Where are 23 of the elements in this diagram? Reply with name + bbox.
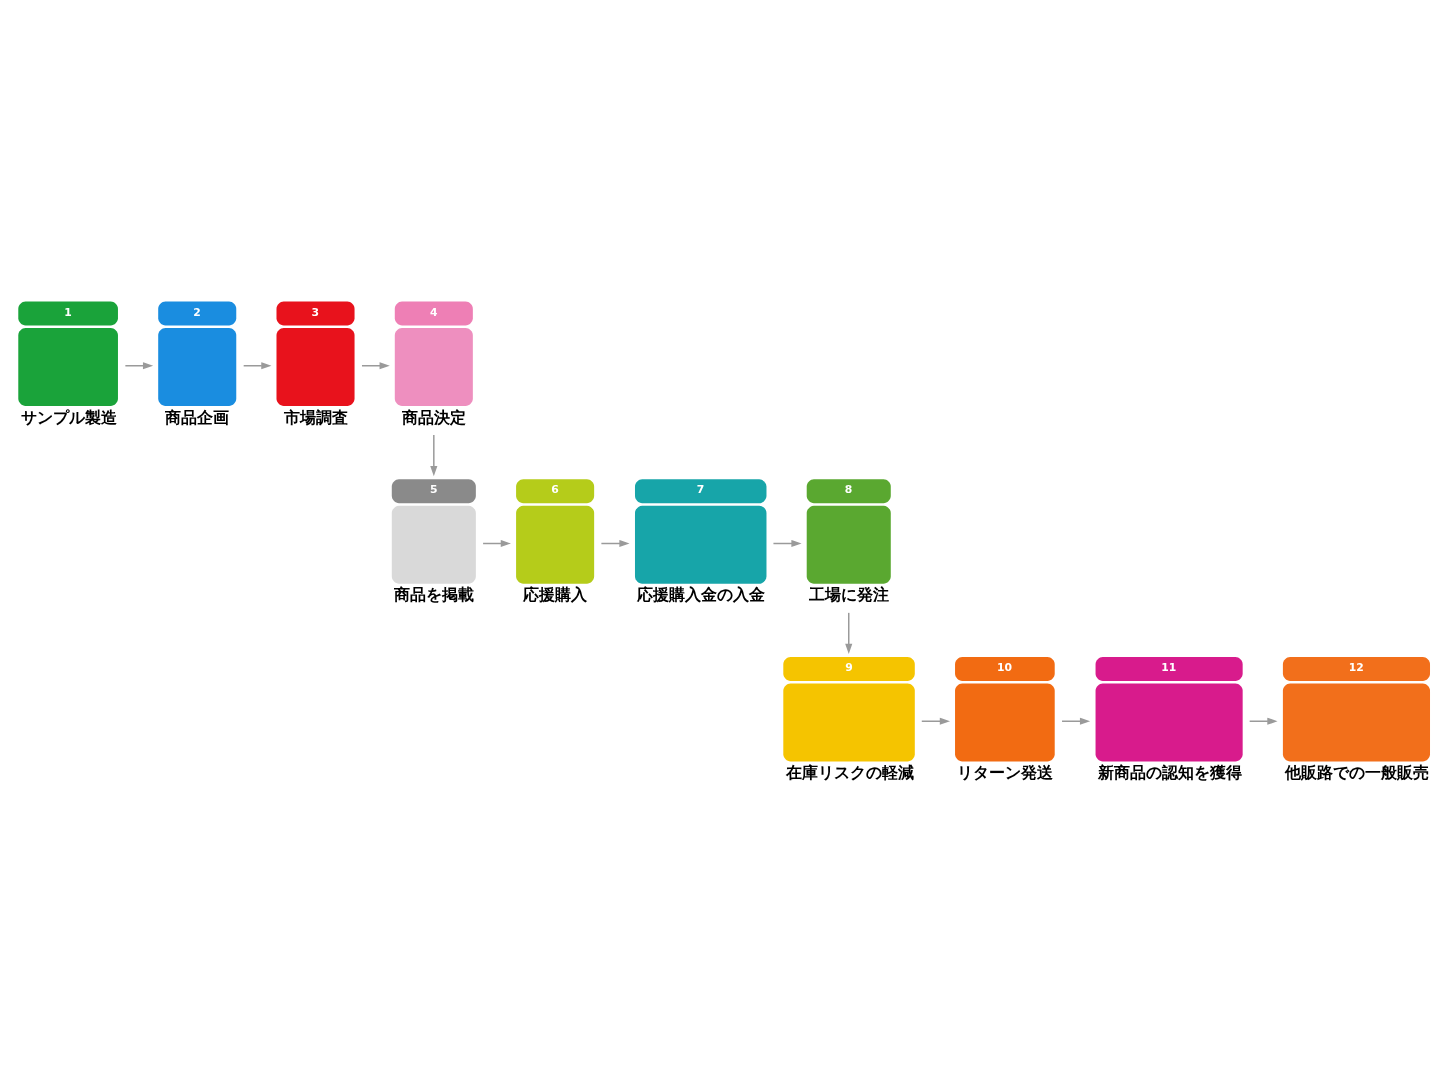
node-label: 応援購入金の入金 (637, 585, 766, 604)
arrow (430, 433, 438, 476)
node-label: 商品を掲載 (394, 585, 475, 604)
node-label: 応援購入 (523, 585, 588, 604)
node-label: 市場調査 (283, 408, 348, 427)
node-label: 商品決定 (401, 408, 466, 427)
arrow (845, 611, 853, 654)
arrow (600, 539, 630, 547)
node-label: 商品企画 (165, 408, 230, 427)
arrow (772, 539, 802, 547)
arrow (361, 361, 390, 369)
node-label: 工場に発注 (809, 585, 890, 604)
arrow (1061, 717, 1091, 725)
node-label: 新商品の認知を獲得 (1097, 763, 1242, 782)
arrow (921, 717, 951, 725)
node-label: 在庫リスクの軽減 (785, 763, 914, 782)
arrow (124, 361, 154, 369)
arrow (242, 361, 272, 369)
arrow (1248, 717, 1278, 725)
arrow (482, 539, 511, 547)
node-label: 他販路での一般販売 (1285, 763, 1430, 782)
node-label: リターン発送 (957, 763, 1054, 782)
node-label: サンプル製造 (20, 408, 117, 427)
